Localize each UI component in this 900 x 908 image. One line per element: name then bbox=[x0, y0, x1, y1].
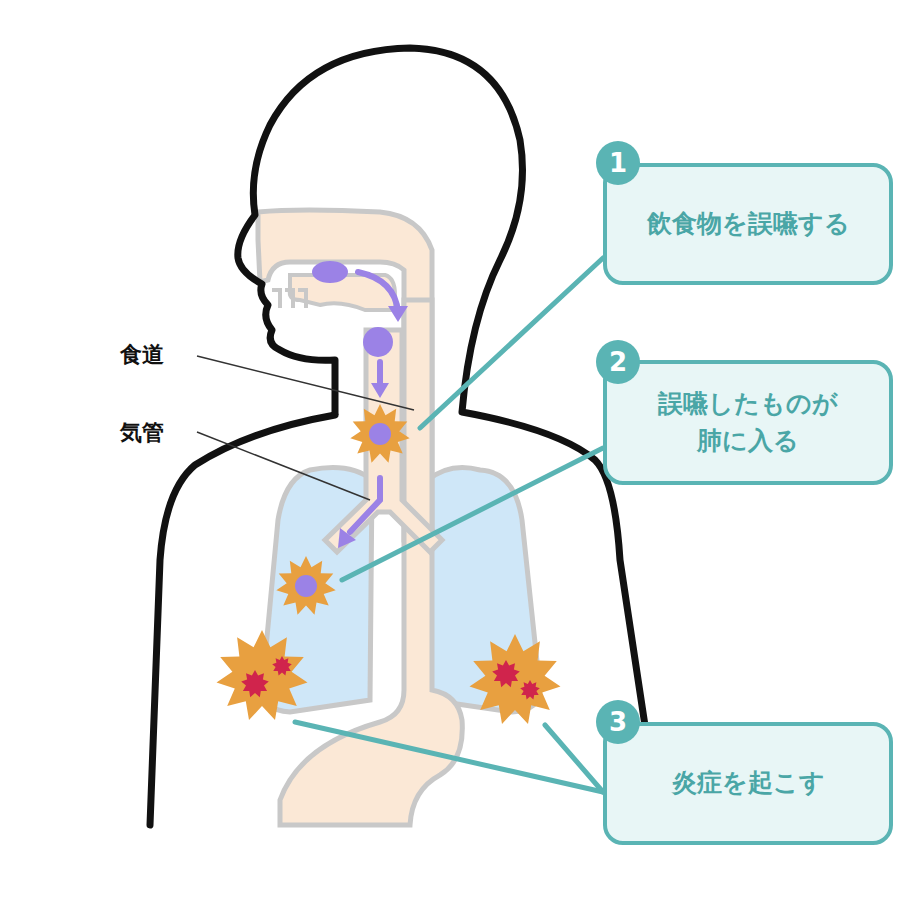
inflammation-star bbox=[276, 556, 335, 615]
callout-box: 飲食物を誤嚥する bbox=[603, 163, 893, 285]
inflammation-star bbox=[272, 656, 292, 675]
callout-number: 2 bbox=[596, 340, 640, 384]
leader-line bbox=[197, 432, 370, 500]
inflammation-star bbox=[241, 670, 269, 697]
trachea bbox=[325, 330, 442, 552]
callout-number: 1 bbox=[596, 141, 640, 185]
inflammation-star bbox=[470, 634, 561, 724]
teeth bbox=[272, 290, 306, 308]
callout-text: 誤嚥したものが 肺に入る bbox=[623, 386, 873, 459]
food-bolus bbox=[295, 575, 317, 597]
callout-box: 炎症を起こす bbox=[603, 722, 893, 845]
body-outline bbox=[150, 415, 335, 825]
callout-box: 誤嚥したものが 肺に入る bbox=[603, 360, 893, 485]
inflammation-star bbox=[350, 404, 409, 463]
body-outline bbox=[238, 48, 660, 825]
flow-arrows bbox=[350, 272, 398, 532]
part-label: 食道 bbox=[120, 340, 164, 370]
food-bolus bbox=[312, 261, 348, 283]
callout-text: 炎症を起こす bbox=[672, 765, 825, 801]
part-label: 気管 bbox=[120, 418, 164, 448]
callout-lines bbox=[295, 258, 603, 792]
food-bolus bbox=[363, 327, 393, 357]
inflammation-star bbox=[492, 660, 520, 687]
inflammation-marks bbox=[217, 404, 561, 724]
inflammation-star bbox=[217, 630, 308, 720]
inflammation-star bbox=[520, 680, 540, 699]
food-bolus bbox=[369, 423, 391, 445]
leader-line bbox=[197, 356, 414, 410]
callout-text: 飲食物を誤嚥する bbox=[647, 206, 850, 242]
callout-number: 3 bbox=[596, 700, 640, 744]
